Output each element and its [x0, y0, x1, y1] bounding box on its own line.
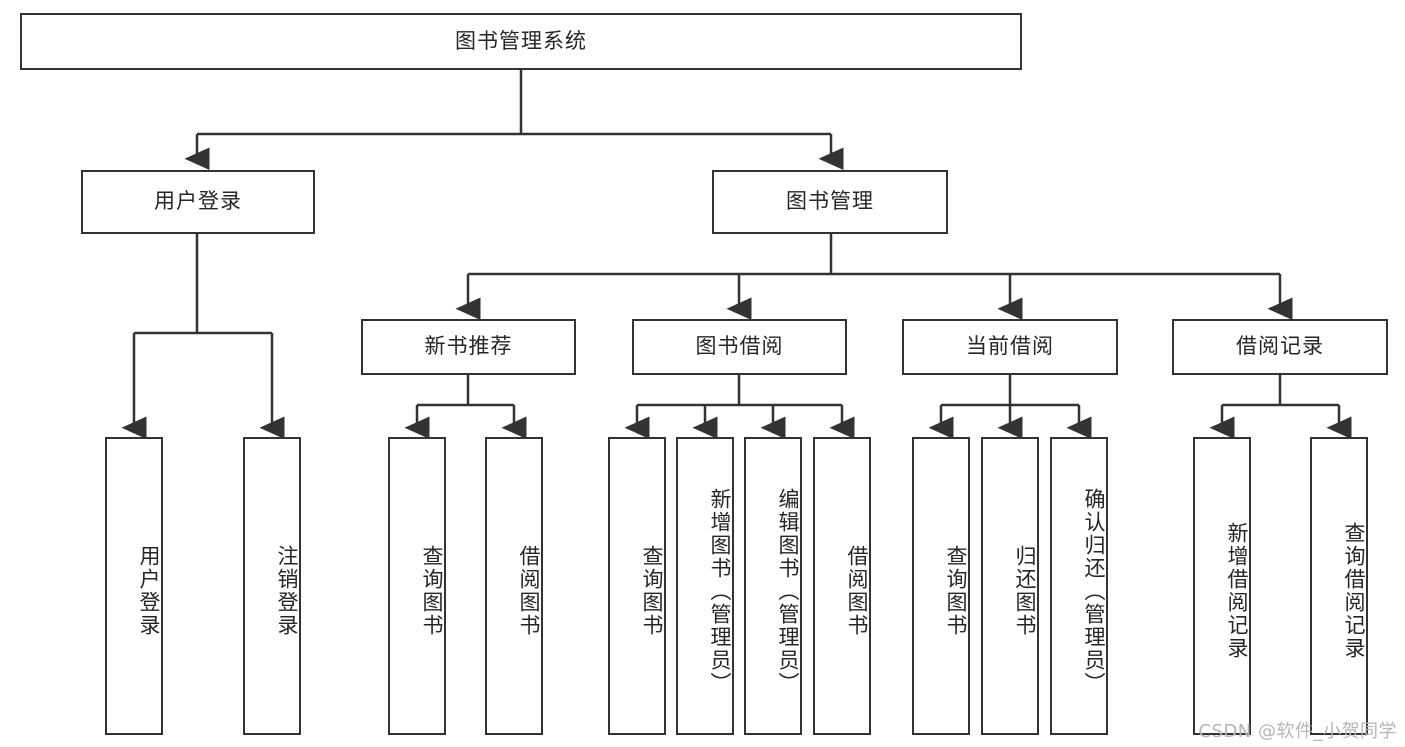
node-label: 查询借阅记录 [1342, 522, 1366, 660]
leaf-user-login-signout[interactable]: 注销登录 [243, 437, 301, 735]
node-label: 新增借阅记录 [1225, 522, 1249, 660]
node-new-book-recommendation[interactable]: 新书推荐 [361, 319, 576, 375]
node-current-borrowing[interactable]: 当前借阅 [902, 319, 1118, 375]
leaf-book-borrow-query-book[interactable]: 查询图书 [608, 437, 666, 735]
node-label: 查询图书 [640, 545, 664, 637]
node-label: 图书管理系统 [455, 28, 587, 53]
node-label: 图书管理 [786, 189, 874, 214]
leaf-book-borrow-edit-book-admin[interactable]: 编辑图书（管理员） [744, 437, 802, 735]
node-label: 查询图书 [420, 545, 444, 637]
node-label: 借阅图书 [845, 545, 869, 637]
node-label: 注销登录 [275, 545, 299, 637]
leaf-current-borrow-confirm-return-admin[interactable]: 确认归还（管理员） [1050, 437, 1108, 735]
node-root-book-management-system[interactable]: 图书管理系统 [20, 13, 1022, 70]
node-label: 借阅图书 [517, 545, 541, 637]
leaf-record-add-borrow-record[interactable]: 新增借阅记录 [1193, 437, 1251, 735]
node-label: 借阅记录 [1236, 334, 1324, 359]
node-book-management[interactable]: 图书管理 [712, 170, 948, 234]
leaf-new-book-query-book[interactable]: 查询图书 [388, 437, 446, 735]
csdn-watermark: CSDN @软件_小贺同学 [1198, 721, 1397, 742]
node-label: 归还图书 [1013, 545, 1037, 637]
node-label: 用户登录 [137, 545, 161, 637]
node-label: 查询图书 [944, 545, 968, 637]
node-label: 用户登录 [154, 189, 242, 214]
node-label: 当前借阅 [966, 334, 1054, 359]
node-label: 图书借阅 [695, 334, 784, 359]
leaf-current-borrow-query-book[interactable]: 查询图书 [912, 437, 970, 735]
node-book-borrowing[interactable]: 图书借阅 [632, 319, 847, 375]
node-borrowing-record[interactable]: 借阅记录 [1172, 319, 1388, 375]
leaf-book-borrow-add-book-admin[interactable]: 新增图书（管理员） [676, 437, 734, 735]
leaf-new-book-borrow-book[interactable]: 借阅图书 [485, 437, 543, 735]
node-label: 新增图书（管理员） [708, 487, 732, 695]
node-label: 编辑图书（管理员） [776, 487, 800, 695]
node-user-login[interactable]: 用户登录 [81, 170, 315, 234]
node-label: 确认归还（管理员） [1082, 487, 1106, 695]
node-label: 新书推荐 [424, 334, 513, 359]
leaf-user-login-signin[interactable]: 用户登录 [105, 437, 163, 735]
leaf-record-query-borrow-record[interactable]: 查询借阅记录 [1310, 437, 1368, 735]
leaf-book-borrow-borrow-book[interactable]: 借阅图书 [813, 437, 871, 735]
leaf-current-borrow-return-book[interactable]: 归还图书 [981, 437, 1039, 735]
